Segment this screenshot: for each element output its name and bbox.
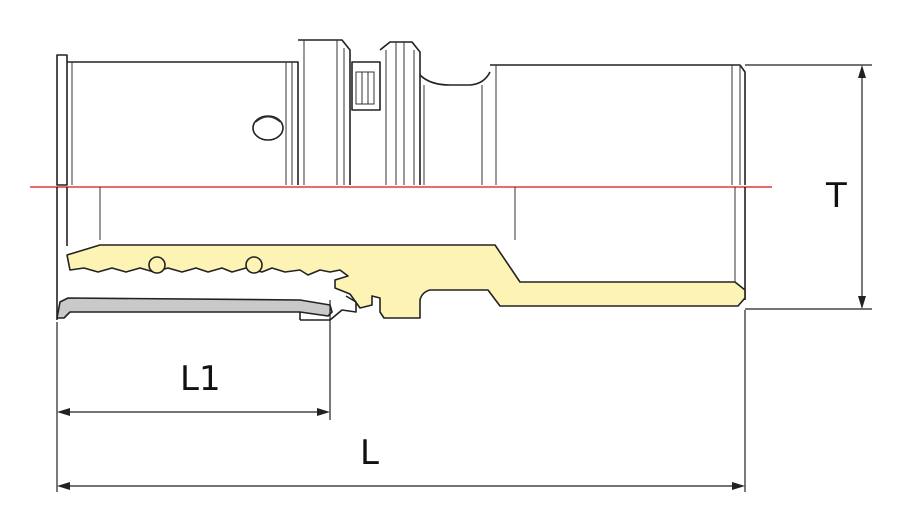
dimension-l: L [57, 310, 746, 492]
brass-body-section [66, 244, 746, 319]
l1-label: L1 [180, 359, 221, 399]
fitting-section-view [56, 187, 746, 321]
t-label: T [825, 176, 847, 216]
dimension-l1: L1 [56, 300, 331, 492]
fitting-external-view [56, 39, 746, 186]
l-label: L [360, 433, 379, 473]
press-sleeve-section [56, 297, 333, 319]
dimension-t: T [745, 64, 872, 310]
